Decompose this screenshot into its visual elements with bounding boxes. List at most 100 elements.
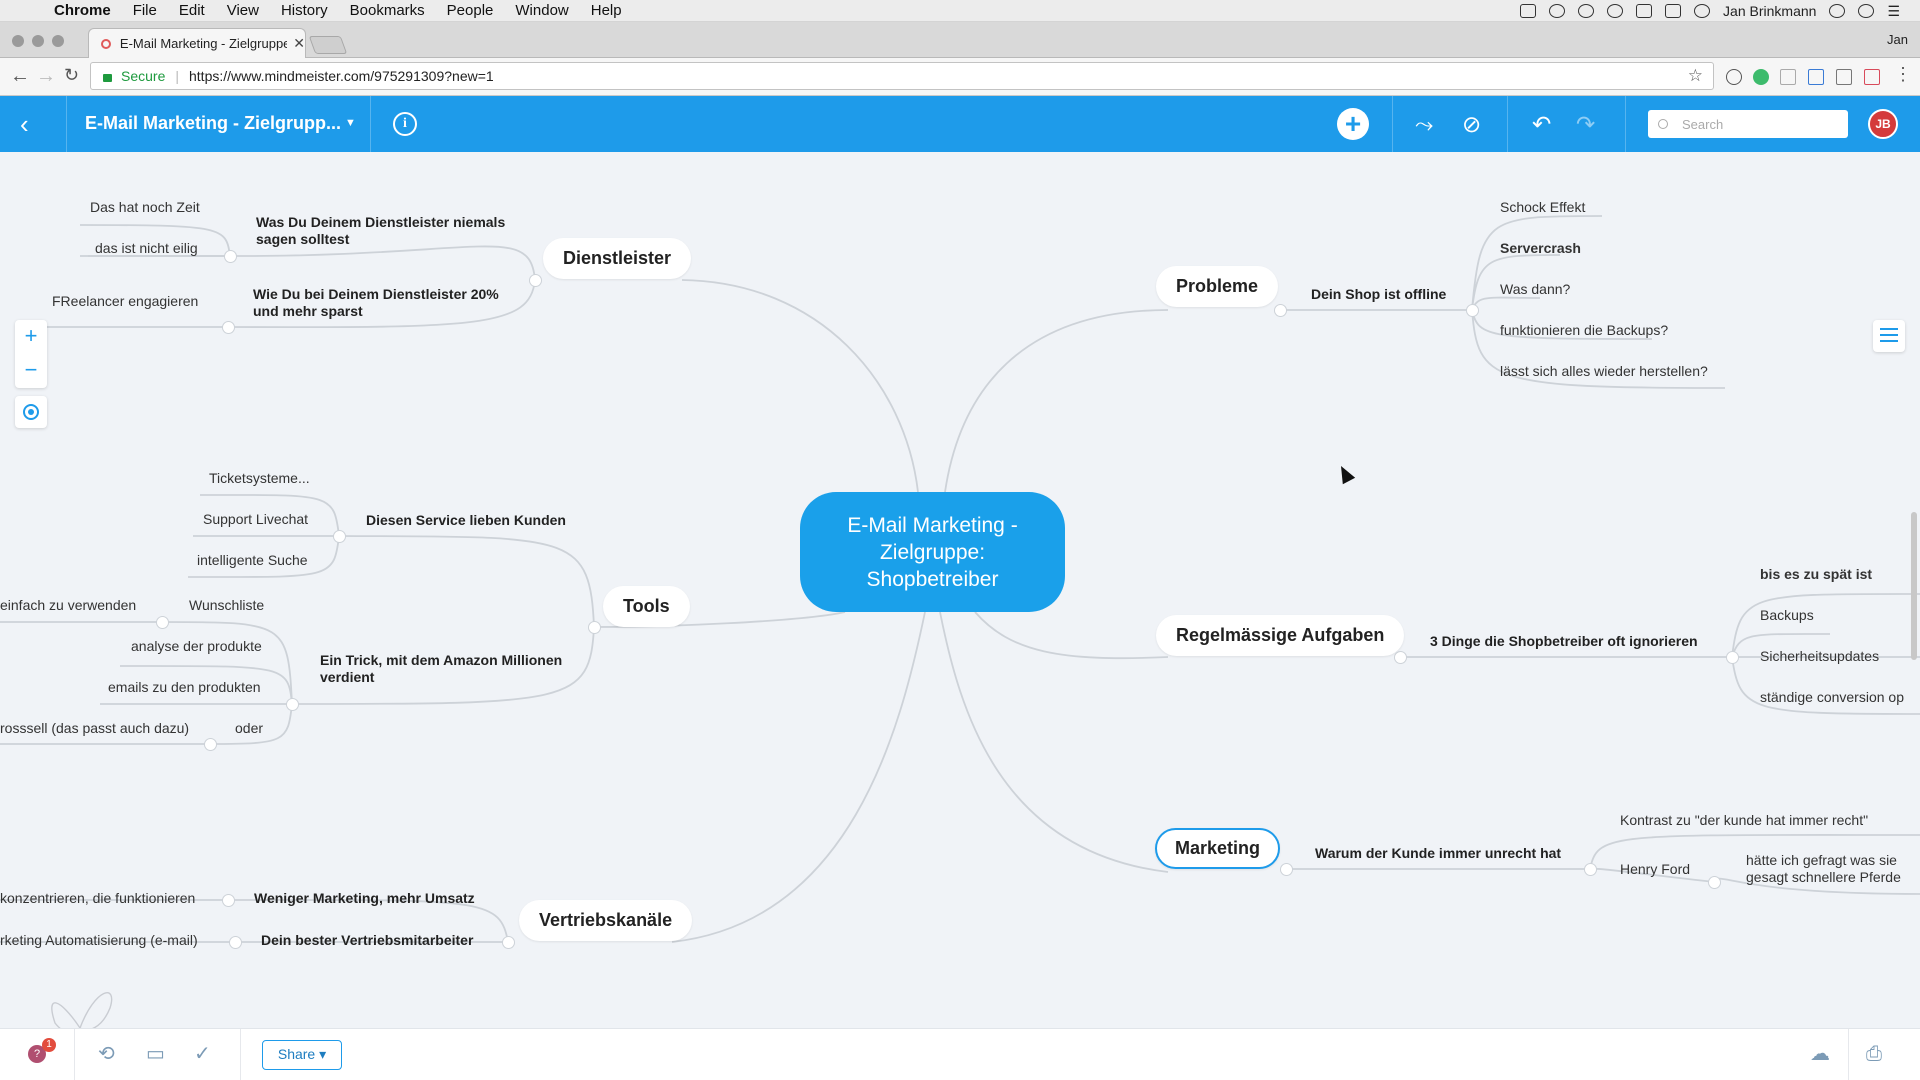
leaf-nicht-eilig[interactable]: das ist nicht eilig (95, 240, 198, 256)
leaf-emails-produkte[interactable]: emails zu den produkten (108, 679, 261, 695)
new-tab-button[interactable] (308, 36, 348, 54)
menu-window[interactable]: Window (515, 2, 569, 19)
reload-icon[interactable]: ↻ (64, 65, 80, 85)
node-handle[interactable] (221, 320, 235, 334)
center-map-button[interactable] (15, 396, 47, 428)
zoom-in-icon[interactable]: + (24, 323, 38, 348)
menu-view[interactable]: View (226, 2, 259, 19)
node-handle[interactable] (528, 273, 542, 287)
window-minimize-icon[interactable] (32, 35, 44, 47)
leaf-ticketsysteme[interactable]: Ticketsysteme... (209, 470, 310, 486)
node-handle[interactable] (221, 893, 235, 907)
print-icon[interactable]: ⎙ (1866, 1043, 1882, 1065)
leaf-kontrast[interactable]: Kontrast zu "der kunde hat immer recht" (1620, 812, 1869, 828)
extension-blocked-icon[interactable] (1780, 69, 1796, 85)
leaf-intelligente-suche[interactable]: intelligente Suche (197, 552, 308, 568)
subtopic-amazon-trick[interactable]: Ein Trick, mit dem Amazon Millionen verd… (320, 652, 563, 685)
sync-icon[interactable] (1549, 4, 1566, 18)
leaf-backups-funktionieren[interactable]: funktionieren die Backups? (1500, 322, 1669, 338)
url-text[interactable]: https://www.mindmeister.com/975291309?ne… (189, 68, 494, 84)
export-cloud-icon[interactable]: ☁ (1810, 1043, 1830, 1065)
share-button[interactable]: Share ▾ (262, 1040, 342, 1070)
topic-vertriebskanaele[interactable]: Vertriebskanäle (519, 900, 693, 941)
bookmark-star-icon[interactable]: ☆ (1687, 66, 1703, 85)
zoom-out-icon[interactable]: − (24, 357, 38, 382)
node-handle[interactable] (223, 249, 237, 263)
subtopic-shop-offline[interactable]: Dein Shop ist offline (1311, 286, 1447, 302)
password-manager-icon[interactable] (1607, 4, 1624, 18)
profile-name[interactable]: Jan (1887, 32, 1908, 47)
subtopic-vertriebsmitarbeiter[interactable]: Dein bester Vertriebsmitarbeiter (261, 932, 474, 948)
topic-dienstleister[interactable]: Dienstleister (543, 238, 692, 279)
siri-icon[interactable] (1858, 4, 1875, 18)
back-arrow-icon[interactable]: ← (10, 65, 30, 87)
window-close-icon[interactable] (12, 35, 24, 47)
task-check-icon[interactable]: ✓ (194, 1043, 211, 1065)
topic-tools[interactable]: Tools (603, 586, 690, 627)
mindmap-canvas[interactable]: E-Mail Marketing - Zielgruppe: Shopbetre… (0, 152, 1920, 1028)
menu-history[interactable]: History (280, 2, 328, 19)
topic-marketing[interactable]: Marketing (1155, 828, 1281, 869)
user-avatar[interactable]: JB (1868, 109, 1898, 139)
leaf-henry-ford[interactable]: Henry Ford (1620, 861, 1691, 877)
leaf-was-dann[interactable]: Was dann? (1500, 281, 1571, 297)
subtopic-kunde-unrecht[interactable]: Warum der Kunde immer unrecht hat (1315, 845, 1562, 861)
leaf-conversion[interactable]: ständige conversion op (1760, 689, 1904, 705)
extension-devtools-icon[interactable] (1836, 69, 1852, 85)
leaf-schock-effekt[interactable]: Schock Effekt (1500, 199, 1586, 215)
node-handle[interactable] (228, 935, 242, 949)
notification-center-icon[interactable]: ☰ (1887, 2, 1900, 19)
node-handle[interactable] (1279, 862, 1293, 876)
menu-chrome[interactable]: Chrome (54, 2, 111, 19)
connect-icon[interactable]: ⤳ (1415, 111, 1434, 137)
node-handle[interactable] (285, 697, 299, 711)
window-zoom-icon[interactable] (52, 35, 64, 47)
tab-close-icon[interactable]: ✕ (293, 35, 305, 51)
leaf-crosssell[interactable]: rosssell (das passt auch dazu) (0, 720, 190, 736)
leaf-backups[interactable]: Backups (1760, 607, 1814, 623)
back-chevron-icon[interactable]: ‹ (20, 109, 29, 139)
node-handle[interactable] (587, 620, 601, 634)
forward-arrow-icon[interactable]: → (36, 65, 56, 87)
leaf-sicherheitsupdates[interactable]: Sicherheitsupdates (1760, 648, 1880, 664)
browser-tab-active[interactable]: E-Mail Marketing - Zielgruppe ✕ (88, 28, 306, 58)
leaf-bis-zu-spaet[interactable]: bis es zu spät ist (1760, 566, 1873, 582)
leaf-support-livechat[interactable]: Support Livechat (203, 511, 309, 527)
airplay-icon[interactable] (1665, 4, 1682, 18)
leaf-marketing-automatisierung[interactable]: rketing Automatisierung (e-mail) (0, 932, 198, 948)
menu-edit[interactable]: Edit (178, 2, 205, 19)
extension-mindmeister-icon[interactable] (1753, 69, 1769, 85)
spotlight-icon[interactable] (1829, 4, 1846, 18)
node-handle[interactable] (1707, 875, 1721, 889)
node-handle[interactable] (332, 529, 346, 543)
outline-menu-button[interactable] (1873, 320, 1905, 352)
title-caret-down-icon[interactable]: ▼ (345, 117, 356, 129)
history-icon[interactable]: ⟲ (98, 1043, 115, 1065)
leaf-freelancer[interactable]: FReelancer engagieren (52, 293, 199, 309)
leaf-servercrash[interactable]: Servercrash (1500, 240, 1581, 256)
subtopic-3-dinge[interactable]: 3 Dinge die Shopbetreiber oft ignorieren (1430, 633, 1698, 649)
leaf-schnellere-pferde[interactable]: hätte ich gefragt was sie gesagt schnell… (1746, 852, 1901, 885)
subtopic-weniger-marketing[interactable]: Weniger Marketing, mehr Umsatz (254, 890, 475, 906)
info-icon[interactable]: i (393, 112, 417, 136)
node-handle[interactable] (501, 935, 515, 949)
add-node-button[interactable]: + (1337, 108, 1369, 140)
menu-file[interactable]: File (132, 2, 157, 19)
node-handle[interactable] (155, 615, 169, 629)
screen-record-icon[interactable] (1520, 4, 1537, 18)
node-handle[interactable] (1273, 303, 1287, 317)
menubar-user[interactable]: Jan Brinkmann (1723, 3, 1817, 19)
creative-cloud-icon[interactable] (1578, 4, 1595, 18)
chrome-menu-icon[interactable]: ⋮ (1894, 64, 1912, 84)
menu-bookmarks[interactable]: Bookmarks (349, 2, 425, 19)
extension-screen-icon[interactable] (1808, 69, 1824, 85)
leaf-wiederherstellen[interactable]: lässt sich alles wieder herstellen? (1500, 363, 1708, 379)
presentation-icon[interactable]: ▭ (146, 1043, 165, 1065)
no-style-icon[interactable]: ⊘ (1462, 111, 1482, 137)
menu-people[interactable]: People (446, 2, 494, 19)
map-title[interactable]: E-Mail Marketing - Zielgrupp... (85, 113, 342, 133)
leaf-analyse[interactable]: analyse der produkte (131, 638, 262, 654)
leaf-wunschliste[interactable]: Wunschliste (189, 597, 265, 613)
leaf-einfach-verwenden[interactable]: einfach zu verwenden (0, 597, 137, 613)
address-bar[interactable]: Secure | https://www.mindmeister.com/975… (90, 62, 1714, 90)
